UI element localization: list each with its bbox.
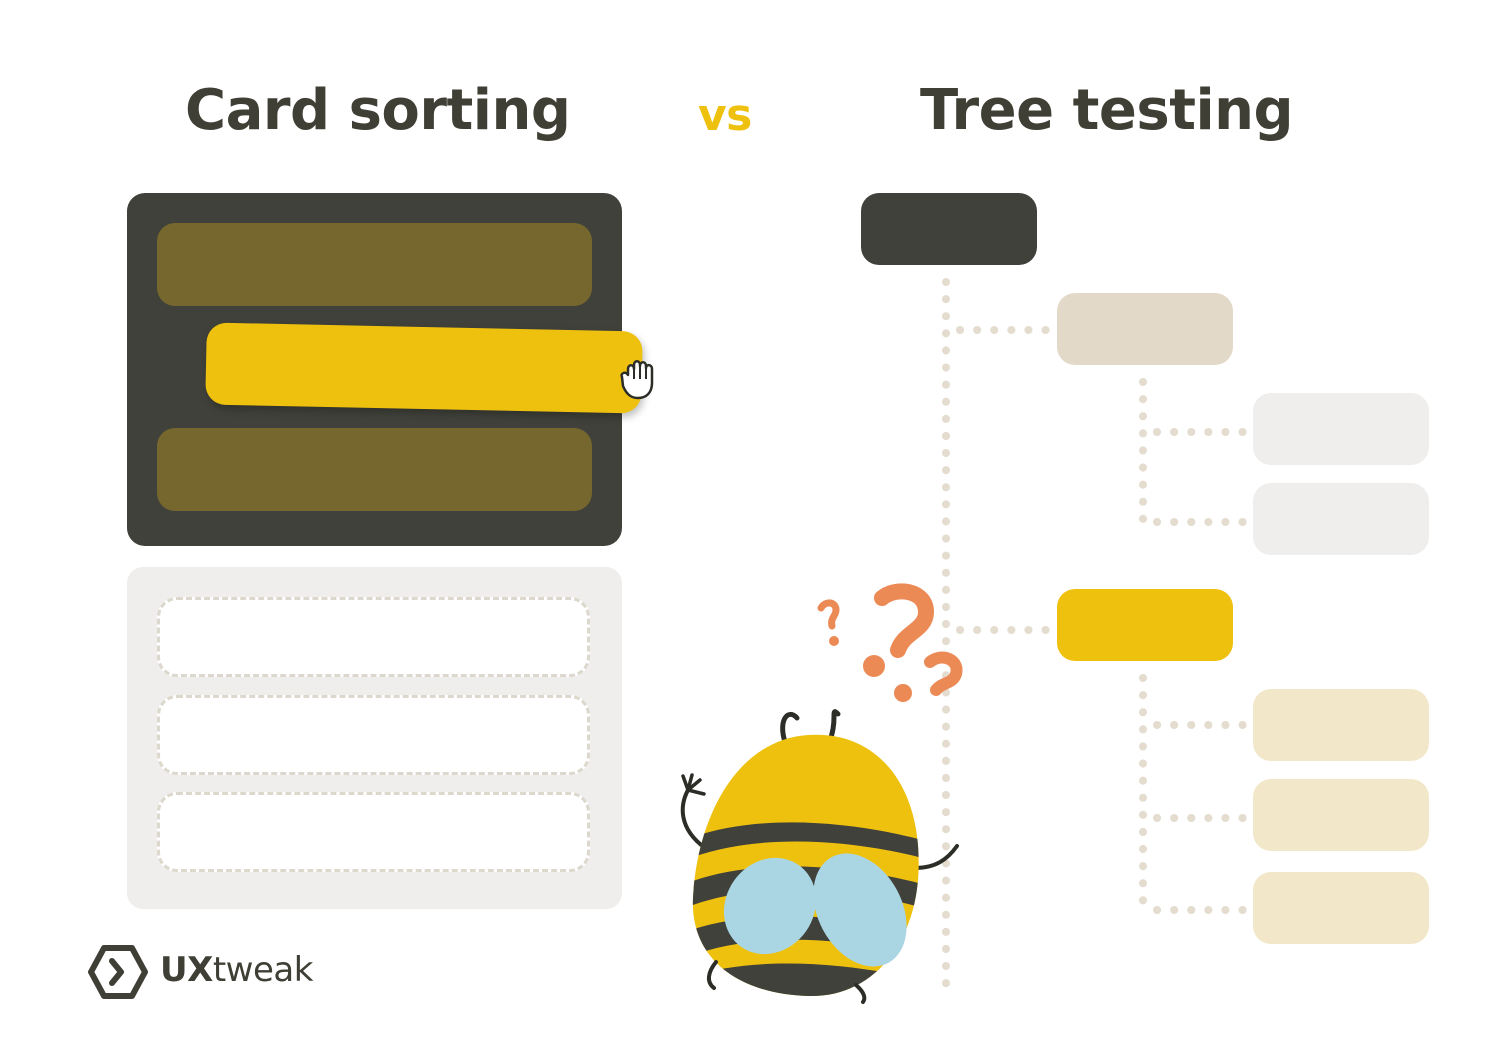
card-category-box bbox=[127, 193, 622, 546]
sorted-card[interactable] bbox=[157, 223, 592, 306]
confused-bee-illustration bbox=[680, 583, 963, 1004]
uxtweak-wordmark: UXtweak bbox=[160, 950, 313, 990]
grab-hand-icon bbox=[614, 355, 666, 403]
empty-card-slot[interactable] bbox=[157, 792, 590, 872]
tree-leaf-node[interactable] bbox=[1253, 872, 1429, 944]
empty-category-box bbox=[127, 567, 622, 909]
empty-card-slot[interactable] bbox=[157, 695, 590, 775]
vs-label: vs bbox=[698, 90, 752, 141]
tree-root-node[interactable] bbox=[861, 193, 1037, 265]
uxtweak-logo-icon bbox=[88, 945, 148, 999]
tree-leaf-node[interactable] bbox=[1253, 689, 1429, 761]
tree-branch-node[interactable] bbox=[1057, 293, 1233, 365]
tree-leaf-node[interactable] bbox=[1253, 483, 1429, 555]
empty-card-slot[interactable] bbox=[157, 597, 590, 677]
card-sorting-heading: Card sorting bbox=[185, 78, 571, 143]
tree-leaf-node[interactable] bbox=[1253, 393, 1429, 465]
tree-leaf-node[interactable] bbox=[1253, 779, 1429, 851]
sorted-card[interactable] bbox=[157, 428, 592, 511]
tree-branch-node-selected[interactable] bbox=[1057, 589, 1233, 661]
question-mark-icon bbox=[817, 583, 963, 696]
tree-testing-heading: Tree testing bbox=[920, 78, 1294, 143]
